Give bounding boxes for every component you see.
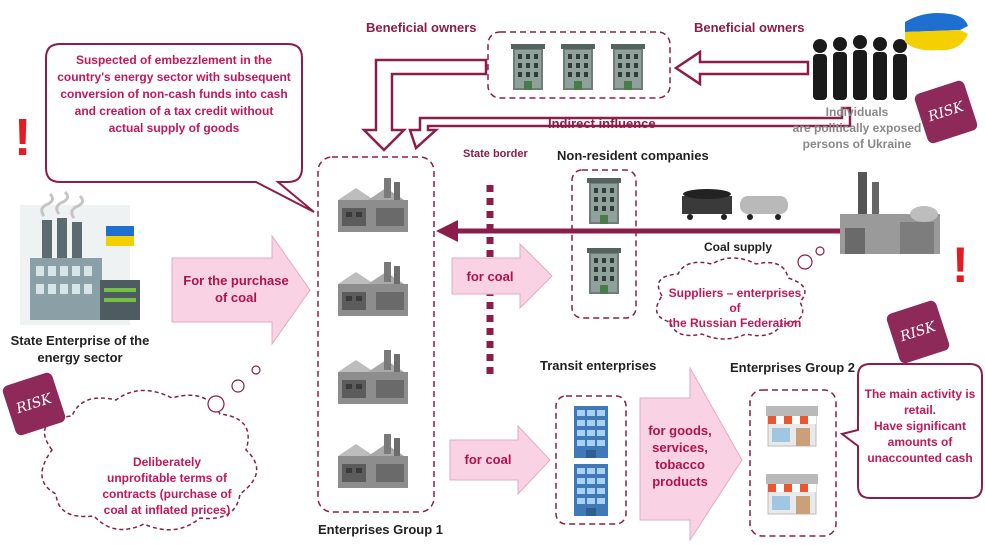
beneficial-owners-right-label: Beneficial owners [694, 20, 805, 35]
supplier-factory-icon [840, 172, 940, 254]
state-enterprise-label: State Enterprise of the energy sector [10, 333, 150, 365]
embezzlement-note: Suspected of embezzlement in the country… [57, 53, 291, 135]
transit-enterprises-label: Transit enterprises [540, 358, 657, 373]
indirect-influence-label: Indirect influence [548, 116, 656, 131]
retail-note: The main activity is retail. Have signif… [864, 387, 976, 465]
non-resident-companies-label: Non-resident companies [557, 148, 709, 163]
coal-train-icon [682, 189, 788, 220]
exclamation-icon-left: ! [14, 109, 32, 167]
unprofitable-contracts-note: Deliberately unprofitable terms of contr… [102, 455, 232, 517]
for-goods-arrow-text: for goods, services, tobacco products [648, 423, 712, 489]
enterprises-group-2-label: Enterprises Group 2 [730, 360, 855, 375]
for-coal-bottom-arrow-text: for coal [464, 452, 512, 467]
suppliers-note: Suppliers – enterprises of the Russian F… [668, 286, 802, 330]
for-coal-top-arrow-text: for coal [466, 269, 514, 284]
state-enterprise-factory-icon [20, 190, 140, 325]
individuals-label: Individuals are politically exposed pers… [792, 105, 922, 151]
exclamation-icon-right: ! [952, 237, 969, 293]
coal-supply-label: Coal supply [704, 240, 773, 254]
individuals-icon [813, 35, 907, 100]
enterprises-group-1-label: Enterprises Group 1 [318, 522, 443, 537]
state-border-label: State border [463, 148, 528, 160]
purchase-of-coal-arrow-text: For the purchase of coal [183, 273, 289, 305]
beneficial-owners-left-label: Beneficial owners [366, 20, 477, 35]
ukraine-map-icon [905, 13, 968, 51]
